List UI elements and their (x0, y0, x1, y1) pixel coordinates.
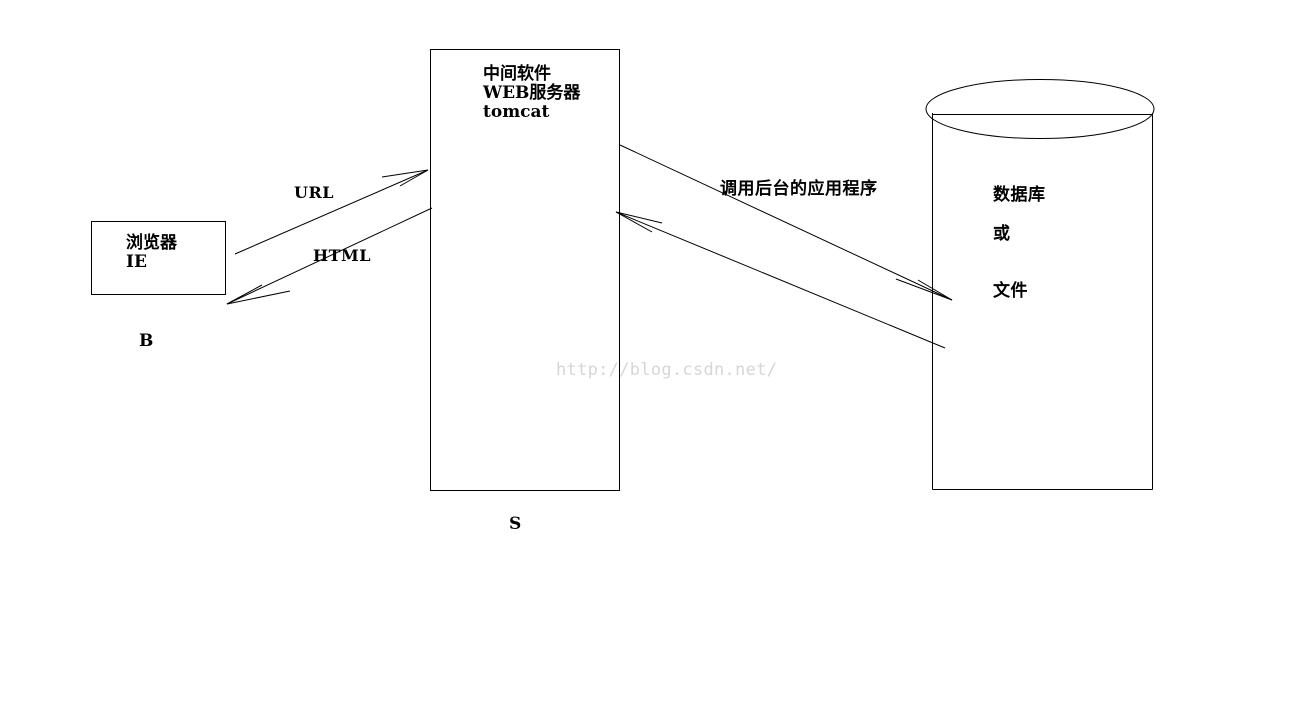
server-middleware: 中间软件 (483, 64, 551, 84)
database-cylinder (925, 79, 1155, 490)
backend-call-arrow (619, 144, 953, 301)
server-tier-label: S (509, 514, 522, 534)
server-label: 中间软件 WEB服务器 tomcat (483, 65, 580, 122)
html-arrow (226, 207, 433, 305)
browser-tier-label: B (139, 331, 154, 351)
or-label: 或 (993, 224, 1011, 244)
server-box (430, 49, 620, 491)
server-web-server: WEB服务器 (483, 83, 581, 103)
browser-ie: IE (126, 252, 147, 272)
watermark: http://blog.csdn.net/ (556, 360, 778, 380)
file-label: 文件 (993, 281, 1028, 301)
url-arrow (234, 169, 429, 255)
backend-call-label: 调用后台的应用程序 (720, 179, 878, 199)
server-tomcat: tomcat (483, 102, 550, 122)
backend-return-arrow (615, 211, 946, 349)
html-label: HTML (313, 246, 371, 265)
url-label: URL (294, 183, 334, 202)
database-label: 数据库 (993, 185, 1046, 205)
browser-name: 浏览器 (126, 233, 177, 253)
browser-box (91, 221, 226, 295)
browser-label: 浏览器 IE (126, 234, 177, 272)
